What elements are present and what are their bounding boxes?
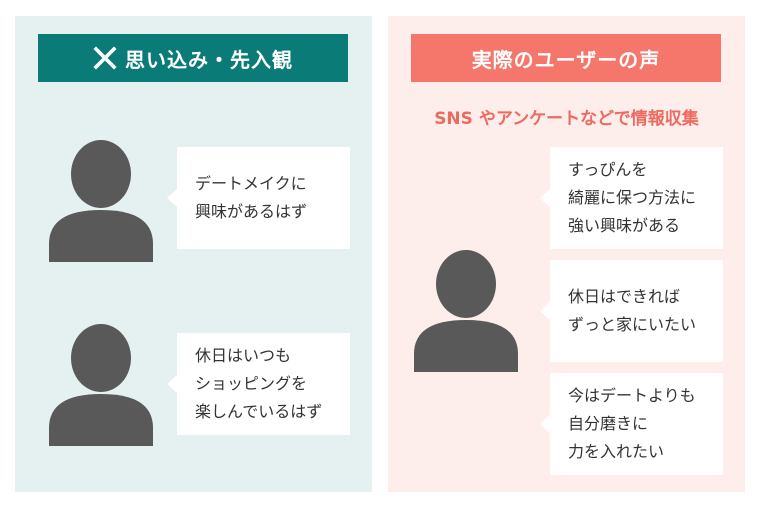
assumptions-header-label: 思い込み・先入観 bbox=[125, 47, 293, 72]
bubble-line: デートメイクに bbox=[195, 174, 307, 193]
bubble-line: 強い興味がある bbox=[568, 216, 681, 235]
user-voice-bubble-2: 休日はできれば ずっと家にいたい bbox=[540, 260, 723, 362]
user-voice-bubble-1: すっぴんを 綺麗に保つ方法に 強い興味がある bbox=[540, 147, 723, 249]
bubble-line: 楽しんでいるはず bbox=[195, 402, 323, 421]
person-icon bbox=[49, 324, 153, 446]
bubble-line: 休日はいつも bbox=[195, 346, 292, 365]
user-voice-header-label: 実際のユーザーの声 bbox=[471, 47, 661, 72]
person-icon bbox=[414, 250, 518, 372]
bubble-line: 今はデートよりも bbox=[568, 386, 696, 405]
bubble-line: 力を入れたい bbox=[568, 442, 665, 461]
user-voice-panel: 実際のユーザーの声 SNS やアンケートなどで情報収集 すっぴんを 綺麗に保つ方… bbox=[388, 16, 745, 492]
user-voice-bubble-3: 今はデートよりも 自分磨きに 力を入れたい bbox=[540, 373, 723, 475]
bubble-line: 自分磨きに bbox=[568, 414, 649, 433]
assumption-bubble-1: デートメイクに 興味があるはず bbox=[167, 147, 350, 249]
bubble-line: ずっと家にいたい bbox=[568, 315, 697, 334]
bubble-line: すっぴんを bbox=[568, 160, 648, 179]
bubble-line: 興味があるはず bbox=[195, 202, 308, 221]
assumptions-panel: 思い込み・先入観 デートメイクに 興味があるはず 休日はいつも ショッピングを … bbox=[15, 16, 372, 492]
bubble-line: 休日はできれば bbox=[568, 287, 681, 306]
user-voice-header: 実際のユーザーの声 bbox=[411, 34, 721, 82]
close-icon bbox=[93, 46, 117, 70]
user-voice-subtitle: SNS やアンケートなどで情報収集 bbox=[434, 109, 699, 129]
assumption-bubble-2: 休日はいつも ショッピングを 楽しんでいるはず bbox=[167, 333, 350, 435]
bubble-line: ショッピングを bbox=[195, 374, 308, 393]
bubble-line: 綺麗に保つ方法に bbox=[568, 188, 697, 207]
assumptions-header: 思い込み・先入観 bbox=[38, 34, 348, 82]
person-icon bbox=[49, 140, 153, 262]
